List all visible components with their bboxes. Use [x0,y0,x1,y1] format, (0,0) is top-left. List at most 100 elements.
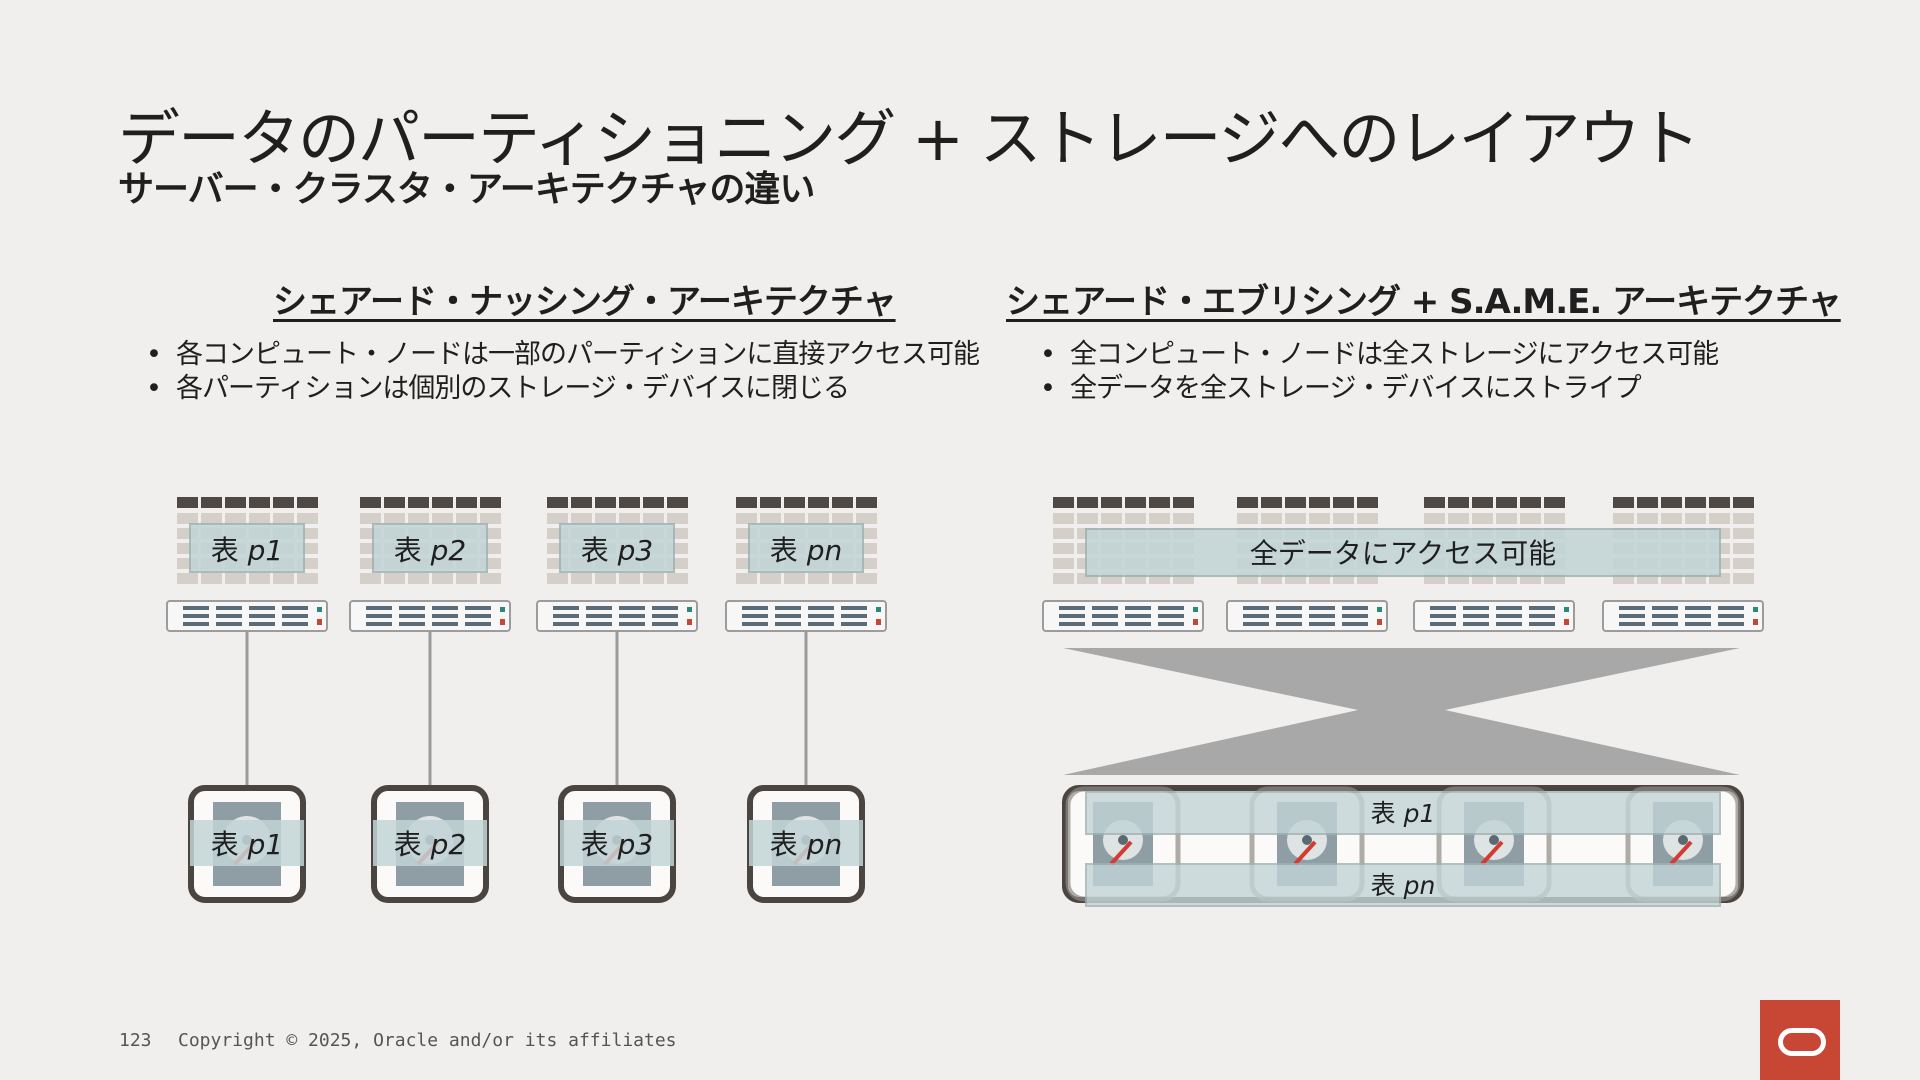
partition-box-disk [190,820,304,866]
server-brick [1448,513,1469,524]
server-drive-slot [1463,614,1489,618]
server-top-block [1685,497,1706,508]
server-brick [432,573,453,584]
server-drive-slot [1619,606,1645,610]
partition-box-disk [560,820,674,866]
server-drive-slot [1158,614,1184,618]
disk-partition-label-pn: 表 pn [770,828,842,861]
server-top-block [432,497,453,508]
server-brick [667,528,688,539]
server-brick [595,573,616,584]
stripe-band-pn [1085,863,1721,907]
server-top-block [808,497,829,508]
partition-box-disk [749,820,863,866]
server-brick [456,513,477,524]
server-drive-slot [366,614,392,618]
right-bullet-1: 全コンピュート・ノードは全ストレージにアクセス可能 [1040,338,1719,372]
server-brick [360,573,381,584]
server-top-block [1053,497,1074,508]
server-brick [856,558,877,569]
server-drive-slot [775,614,801,618]
server-drive-slot [399,622,425,626]
server-brick [273,513,294,524]
right-bullets: 全コンピュート・ノードは全ストレージにアクセス可能 全データを全ストレージ・デバ… [1040,338,1719,406]
server-led [317,619,322,625]
server-brick [808,573,829,584]
server-led [1753,607,1758,612]
server-brick [384,573,405,584]
server-brick [856,513,877,524]
server-brick [1173,573,1194,584]
server-top-block [177,497,198,508]
server-top-block [571,497,592,508]
server-brick [1077,573,1098,584]
server-brick [856,573,877,584]
server-brick [177,528,198,539]
server-drive-slot [282,622,308,626]
server-top-block [784,497,805,508]
server-top-block [480,497,501,508]
server-drive-slot [1309,606,1335,610]
server-led [1564,619,1569,625]
server-brick [1733,528,1754,539]
slide-subtitle: サーバー・クラスタ・アーキテクチャの違い [118,169,815,210]
server-brick [1149,573,1170,584]
server-top-block [643,497,664,508]
server-partition-label-p3: 表 p3 [581,534,654,567]
server-drive-slot [1342,622,1368,626]
server-brick [1733,513,1754,524]
server-top-block [1613,497,1634,508]
server-drive-slot [808,622,834,626]
server-brick [784,513,805,524]
disk-spindle [1302,835,1312,845]
server-brick [595,513,616,524]
server-drive-slot [1276,614,1302,618]
server-led [500,607,505,612]
server-drive-slot [249,614,275,618]
server-drive-slot [619,606,645,610]
server-brick [571,513,592,524]
server-top-block [1472,497,1493,508]
server-drive-slot [282,614,308,618]
disk-spindle [1489,835,1499,845]
server-drive-slot [1619,622,1645,626]
server-brick [480,528,501,539]
server-brick [643,513,664,524]
server-brick [1637,513,1658,524]
server-brick [547,558,568,569]
server-drive-slot [619,622,645,626]
server-brick [408,513,429,524]
server-brick [297,573,318,584]
server-drive-slot [216,622,242,626]
server-top-block [1496,497,1517,508]
server-led [876,607,881,612]
server-brick [177,558,198,569]
server-brick [1173,513,1194,524]
server-top-block [384,497,405,508]
server-drive-slot [1243,606,1269,610]
server-drive-slot [366,622,392,626]
interconnect-funnel [1063,648,1740,775]
oracle-logo-ring [1778,1028,1826,1056]
server-drive-slot [742,622,768,626]
server-brick [201,573,222,584]
server-drive-slot [1309,614,1335,618]
server-drive-slot [1652,614,1678,618]
server-drive-slot [1685,606,1711,610]
stripe-label-p1: 表 p1 [1371,799,1436,828]
server-brick [1424,513,1445,524]
all-data-access-box [1085,528,1721,577]
disk-partition-label-p2: 表 p2 [394,828,467,861]
server-brick [480,558,501,569]
server-top-block [249,497,270,508]
disk-arm [1293,840,1317,866]
server-drive-slot [1463,622,1489,626]
server-drive-slot [775,606,801,610]
server-brick [1261,573,1282,584]
server-top-block [273,497,294,508]
server-brick [1709,573,1730,584]
server-drive-slot [1463,606,1489,610]
server-led [317,607,322,612]
server-drive-slot [553,614,579,618]
server-brick [1357,513,1378,524]
